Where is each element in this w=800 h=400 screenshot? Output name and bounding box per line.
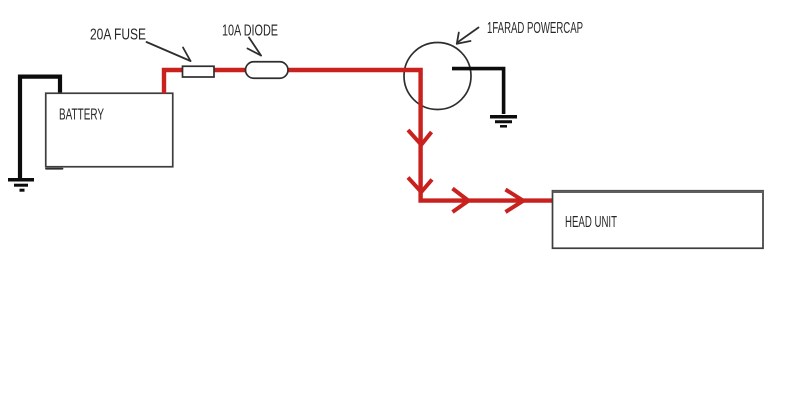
current-arrow-right-1 [451, 186, 472, 214]
powercap-leader-arrowhead-a [455, 31, 460, 45]
fuse-leader-arrowhead [182, 46, 192, 62]
powercap-leader-shaft [457, 26, 480, 43]
powercap-label: 1FARAD POWERCAP [487, 20, 583, 37]
battery-label: BATTERY [59, 107, 104, 124]
current-arrow-down-2 [406, 176, 434, 196]
powercap-leader-arrow [455, 26, 480, 45]
current-arrow-down-1 [406, 128, 434, 148]
fuse-leader-shaft [145, 41, 192, 62]
powercap-ground-wire [452, 66, 506, 114]
diode-leader-arrow [246, 36, 262, 57]
head-unit-box [551, 189, 764, 250]
diode-label: 10A DIODE [222, 23, 278, 40]
diode-leader-arrowhead [246, 47, 262, 57]
powercap-leader-arrowhead-b [455, 40, 472, 45]
diode-leader-shaft [248, 36, 262, 57]
diode-symbol [244, 60, 289, 80]
battery-ground-wire [17, 74, 63, 178]
head-unit-label: HEAD UNIT [565, 214, 617, 231]
battery-box [44, 92, 174, 168]
powercap-symbol [403, 41, 472, 111]
fuse-symbol [181, 65, 215, 78]
hot-wire-battery-to-fuse [161, 67, 184, 94]
current-arrow-right-2 [504, 187, 528, 214]
ground-symbol-powercap [490, 115, 517, 128]
hot-wire-diode-to-powercap-to-headunit [287, 67, 553, 203]
fuse-label: 20A FUSE [90, 27, 146, 44]
fuse-leader-arrow [145, 41, 192, 62]
ground-symbol-battery [8, 178, 34, 192]
